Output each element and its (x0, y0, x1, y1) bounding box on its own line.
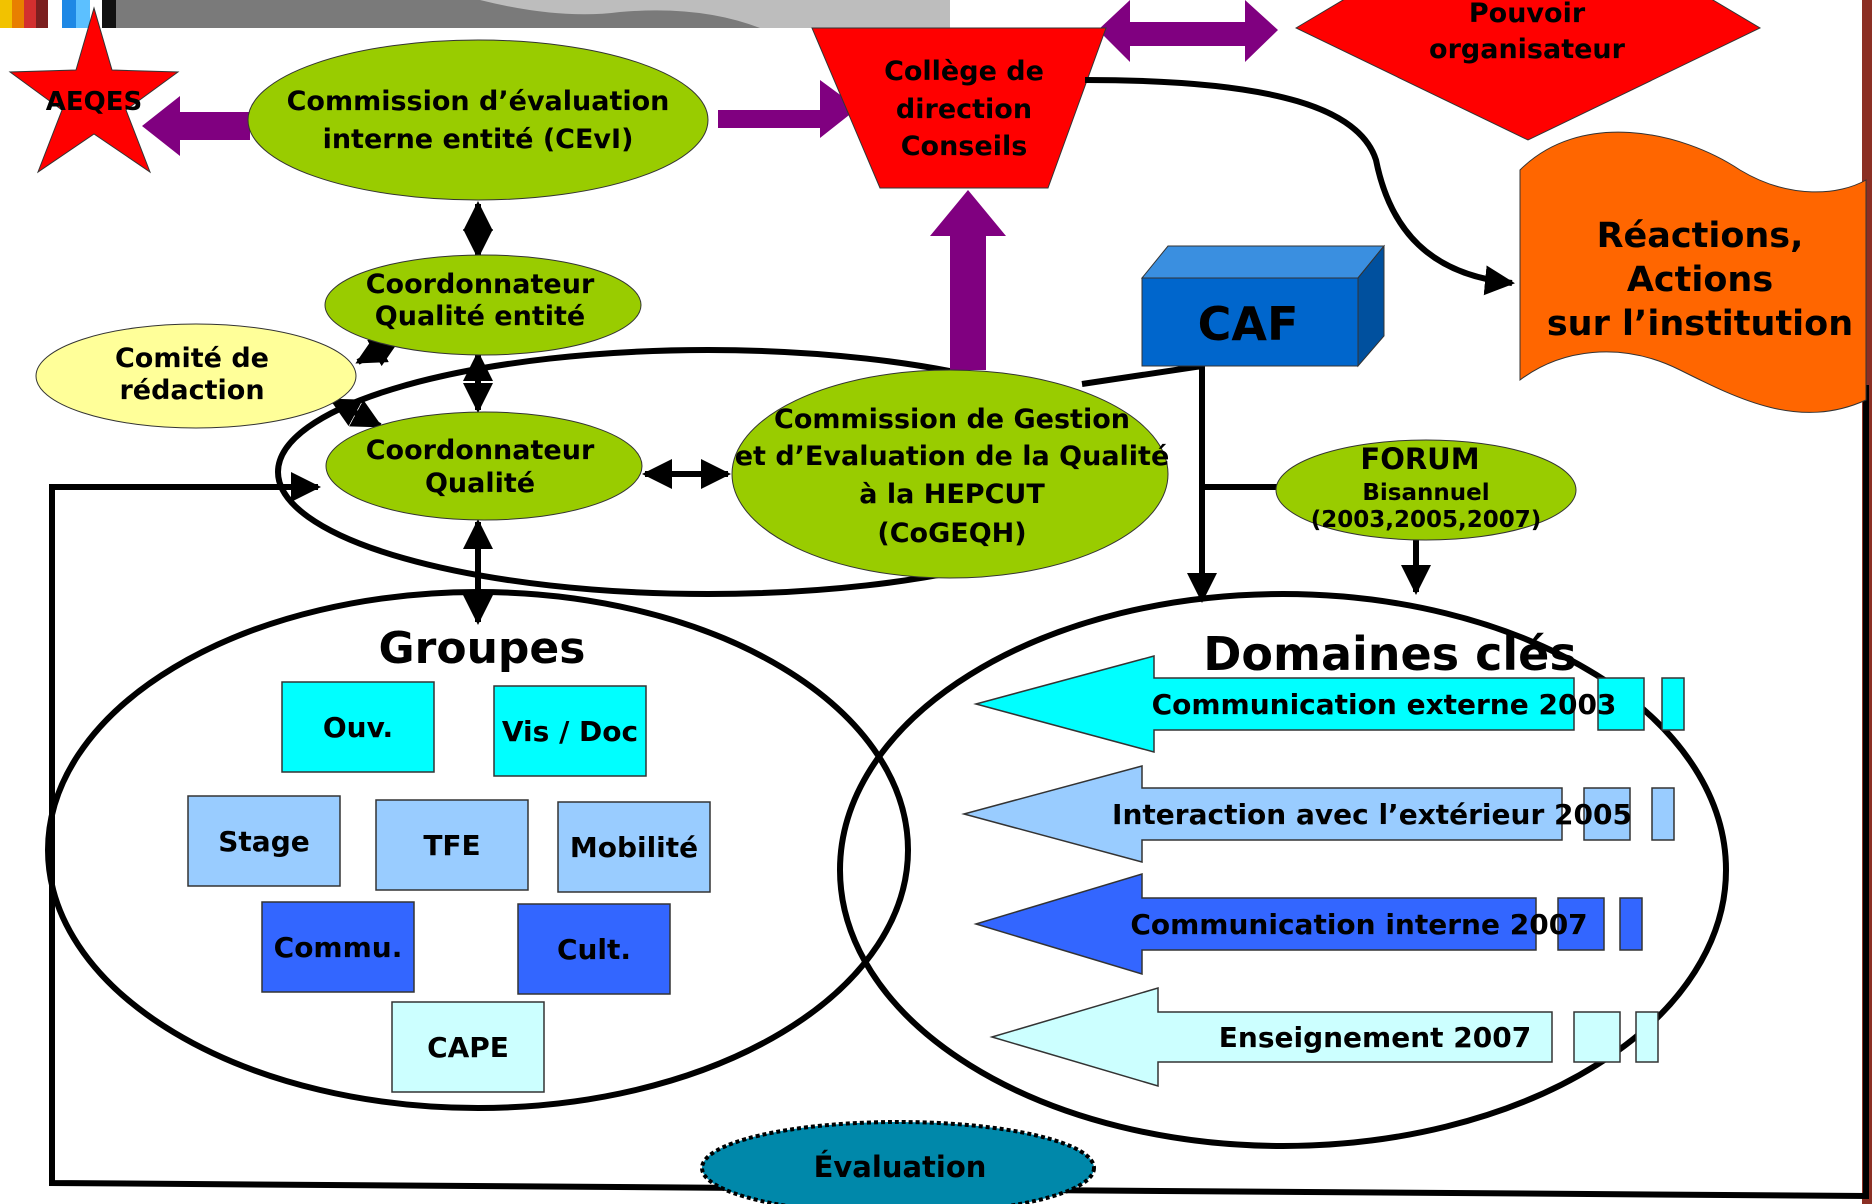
reactions-shape (1519, 131, 1867, 413)
domaine-arrow-enseignement-2007 (989, 986, 1553, 1088)
domaines-ellipse (837, 591, 1729, 1149)
groupe-label-cult: Cult. (557, 933, 631, 966)
domaine-trail-stripe-communication-interne-2007 (1619, 897, 1643, 951)
groupe-box-mobilit (557, 801, 711, 893)
domaines-title: Domaines clés (1203, 627, 1576, 681)
comite-label-1: Comité de (115, 343, 269, 374)
arrow-cevi-to-aeqes (142, 96, 250, 156)
evaluation-ellipse (700, 1120, 1096, 1204)
cevi-label-2: interne entité (CEvI) (323, 124, 634, 155)
arrow-college-to-reactions (1084, 77, 1515, 296)
forum-label-2: Bisannuel (1362, 480, 1489, 506)
coord-qualite-ellipse (325, 411, 643, 521)
coord-qualite-label-2: Qualité (425, 468, 535, 499)
college-label-3: Conseils (901, 131, 1028, 162)
domaine-trail-stripe-enseignement-2007 (1635, 1011, 1659, 1063)
groupe-box-stage (187, 795, 341, 887)
domaine-trail-block-enseignement-2007 (1573, 1011, 1621, 1063)
domaine-arrow-interaction-avec-l-exterieur-2005 (961, 765, 1563, 863)
college-label-1: Collège de (884, 56, 1044, 87)
pouvoir-label-1: Pouvoir (1469, 0, 1586, 29)
forum-ellipse (1275, 439, 1577, 541)
pouvoir-organisateur-shape (1294, 0, 1762, 141)
college-label-2: direction (896, 94, 1032, 125)
domaine-label-communication-interne-2007: Communication interne 2007 (1130, 908, 1587, 941)
domaine-trail-stripe-communication-externe-2003 (1661, 677, 1685, 731)
forum-label-1: FORUM (1360, 442, 1479, 476)
pouvoir-label-2: organisateur (1429, 34, 1626, 65)
domaine-label-interaction-avec-l-exterieur-2005: Interaction avec l’extérieur 2005 (1112, 798, 1632, 831)
arrow-cogeqh-to-college (930, 190, 1006, 370)
aeqes-label: AEQES (46, 87, 142, 117)
forum-label-3: (2003,2005,2007) (1311, 507, 1542, 533)
cevi-ellipse (247, 39, 709, 201)
evaluation-label: Évaluation (814, 1150, 987, 1184)
domaine-label-enseignement-2007: Enseignement 2007 (1219, 1021, 1531, 1054)
groupe-label-cape: CAPE (427, 1031, 509, 1064)
groupe-label-ouv: Ouv. (323, 711, 393, 744)
groupe-label-mobilit: Mobilité (570, 831, 698, 864)
arrow-college-pouvoir (1098, 0, 1278, 62)
domaine-trail-block-communication-externe-2003 (1597, 677, 1645, 731)
coord-entite-label-2: Qualité entité (375, 301, 585, 332)
college-direction-shape (811, 27, 1107, 189)
groupe-label-commu: Commu. (274, 931, 403, 964)
coord-entite-ellipse (324, 254, 642, 356)
groupes-title: Groupes (379, 623, 586, 674)
domaine-arrow-communication-interne-2007 (973, 872, 1537, 976)
domaine-arrow-communication-externe-2003 (973, 655, 1575, 753)
feedback-loop-line (49, 385, 1869, 1200)
arrow-comite-coord-qualite (329, 397, 383, 429)
cogeqh-label-1: Commission de Gestion (774, 404, 1130, 435)
comite-redaction-ellipse (35, 323, 357, 429)
groupe-box-cult (517, 903, 671, 995)
groupe-box-ouv (281, 681, 435, 773)
coord-qualite-label-1: Coordonnateur (366, 435, 595, 466)
domaine-trail-block-communication-interne-2007 (1557, 897, 1605, 951)
groupe-box-cape (391, 1001, 545, 1093)
coord-entite-label-1: Coordonnateur (366, 269, 595, 300)
groupe-box-tfe (375, 799, 529, 891)
caf-box (1140, 244, 1386, 368)
arrow-cevi-to-college (718, 80, 858, 138)
reactions-label-2: Actions (1627, 260, 1773, 300)
header-banner-image (0, 0, 950, 28)
comite-label-2: rédaction (119, 375, 264, 406)
cogeqh-label-4: (CoGEQH) (877, 518, 1026, 549)
cevi-label-1: Commission d’évaluation (287, 86, 670, 117)
groupe-box-vis-doc (493, 685, 647, 777)
reactions-label-1: Réactions, (1597, 216, 1804, 256)
groupe-label-vis-doc: Vis / Doc (502, 715, 638, 748)
groupe-label-tfe: TFE (423, 829, 480, 862)
domaine-label-communication-externe-2003: Communication externe 2003 (1152, 688, 1617, 721)
cogeqh-label-3: à la HEPCUT (859, 479, 1045, 510)
reactions-label-3: sur l’institution (1547, 304, 1853, 344)
cogeqh-ellipse (731, 369, 1169, 579)
domaine-trail-stripe-interaction-avec-l-exterieur-2005 (1651, 787, 1675, 841)
aeqes-star (8, 6, 180, 174)
caf-label: CAF (1198, 297, 1299, 351)
cogeqh-label-2: et d’Evaluation de la Qualité (735, 441, 1170, 472)
groupe-box-commu (261, 901, 415, 993)
domaine-trail-block-interaction-avec-l-exterieur-2005 (1583, 787, 1631, 841)
groupe-label-stage: Stage (218, 825, 309, 858)
